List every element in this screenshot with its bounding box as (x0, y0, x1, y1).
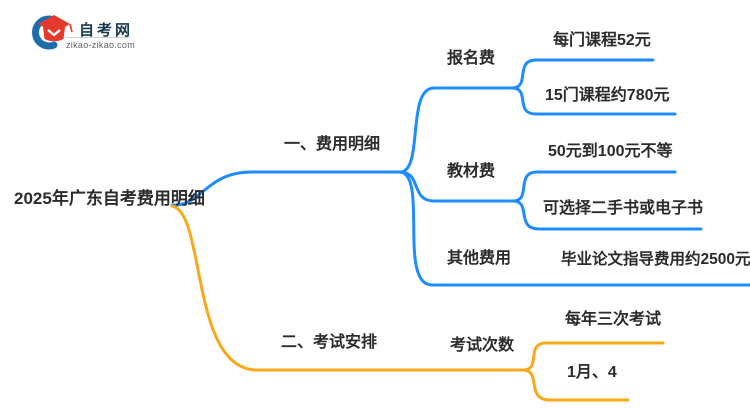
leaf-textbook-price-range[interactable]: 50元到100元不等 (548, 143, 673, 160)
connector-root-to-fee-branch (170, 170, 402, 207)
leaf-total-course-fee[interactable]: 15门课程约780元 (545, 87, 670, 104)
leaf-three-exams-per-year[interactable]: 每年三次考试 (565, 311, 662, 328)
root-node[interactable]: 2025年广东自考费用明细 (14, 189, 205, 208)
node-textbook-fee[interactable]: 教材费 (447, 163, 496, 180)
connector-registration-to-total (510, 86, 677, 116)
site-logo[interactable]: 自考网 zikao-zikao.com (26, 10, 156, 56)
branch-fee-details[interactable]: 一、费用明细 (284, 136, 381, 153)
connector-textbook-to-secondhand (511, 199, 703, 231)
leaf-exam-months[interactable]: 1月、4 (567, 364, 617, 381)
connector-fee-to-other (398, 170, 750, 287)
leaf-secondhand-option[interactable]: 可选择二手书或电子书 (543, 200, 704, 217)
connector-fee-to-registration (398, 86, 514, 174)
graduation-cap-icon (32, 15, 73, 50)
connector-registration-to-percourse (510, 58, 655, 90)
connector-examcount-to-threetimes (521, 341, 665, 372)
connector-root-to-exam-branch (170, 204, 525, 372)
logo-domain: zikao-zikao.com (66, 40, 136, 50)
node-registration-fee[interactable]: 报名费 (447, 50, 496, 67)
connector-textbook-to-range (511, 170, 677, 203)
node-exam-count[interactable]: 考试次数 (450, 337, 515, 354)
leaf-per-course-fee[interactable]: 每门课程52元 (553, 32, 651, 49)
leaf-thesis-guidance-fee[interactable]: 毕业论文指导费用约2500元 (561, 251, 750, 268)
logo-divider (66, 37, 130, 38)
branch-exam-schedule[interactable]: 二、考试安排 (281, 334, 378, 351)
connector-examcount-to-months (521, 368, 630, 402)
node-other-fees[interactable]: 其他费用 (447, 250, 512, 267)
logo-title: 自考网 (79, 22, 134, 39)
